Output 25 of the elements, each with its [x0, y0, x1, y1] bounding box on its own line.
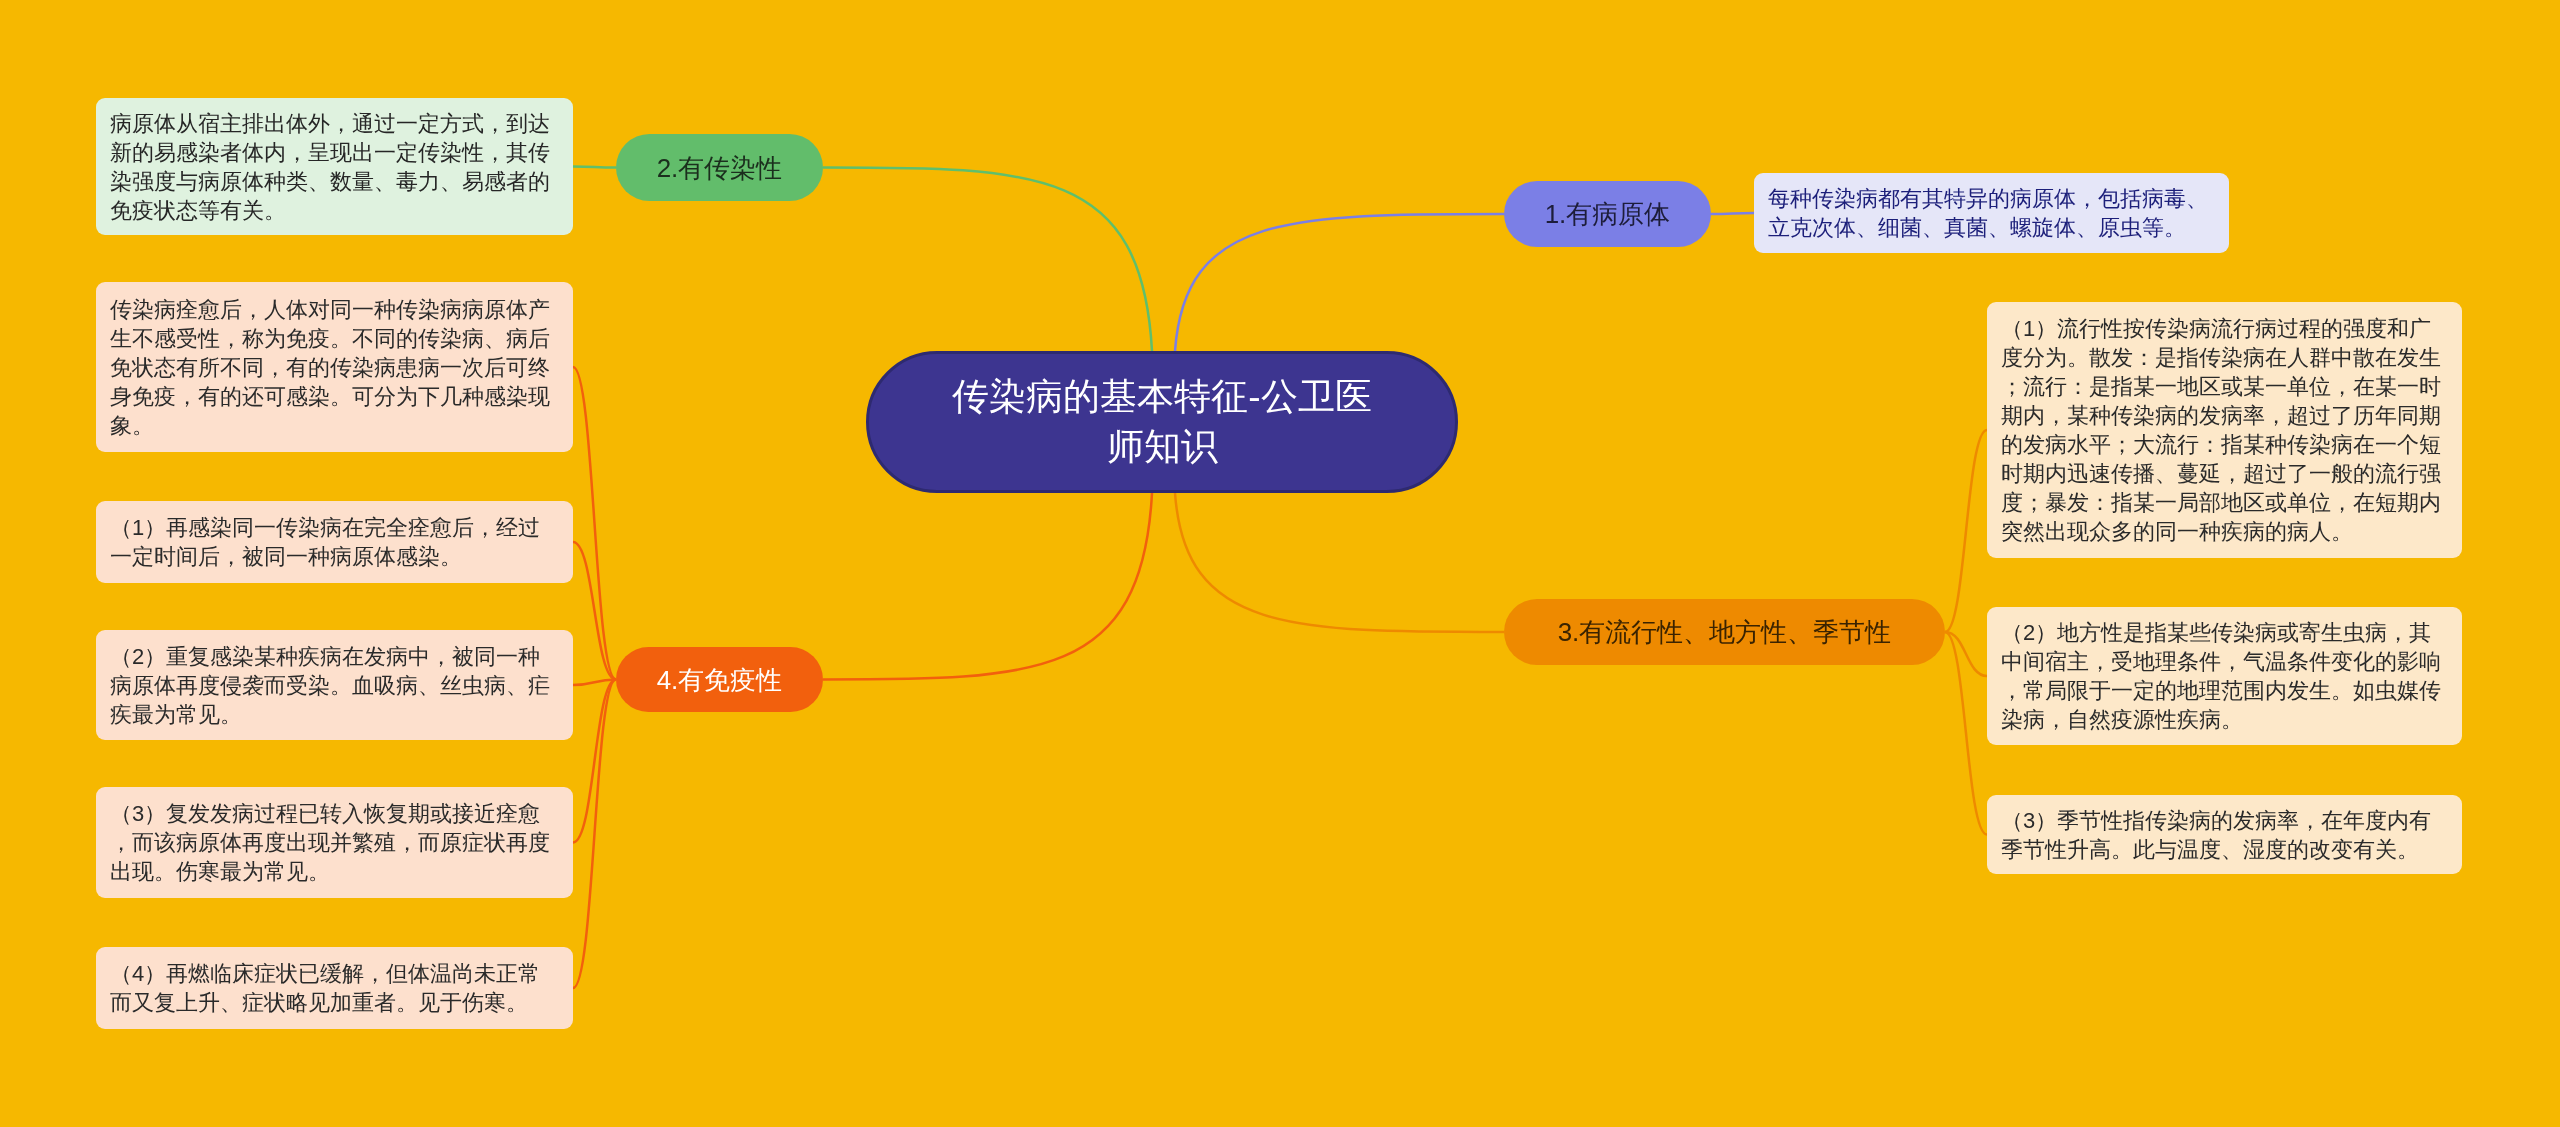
- note-card: （3）季节性指传染病的发病率，在年度内有季节性升高。此与温度、湿度的改变有关。: [1987, 795, 2462, 874]
- connector-line: [572, 678, 617, 844]
- note-card: 病原体从宿主排出体外，通过一定方式，到达新的易感染者体内，呈现出一定传染性，其传染强度与病原体种类、数量、毒力、易感者的免疫状态等有关。: [96, 98, 573, 235]
- connector-line: [573, 165, 616, 169]
- branch-topic: 4.有免疫性: [616, 647, 823, 712]
- connector-line: [1173, 492, 1504, 634]
- connector-line: [823, 166, 1154, 352]
- connector-line: [1944, 429, 1988, 633]
- note-card: （2）地方性是指某些传染病或寄生虫病，其中间宿主，受地理条件，气温条件变化的影响，常局限于一定的地理范围内发生。如虫媒传染病，自然疫源性疾病。: [1987, 607, 2462, 745]
- connector-line: [1711, 211, 1754, 216]
- central-topic: 传染病的基本特征-公卫医师知识: [866, 351, 1458, 493]
- connector-line: [823, 492, 1154, 681]
- branch-topic: 2.有传染性: [616, 134, 823, 201]
- note-card: 传染病痊愈后，人体对同一种传染病病原体产生不感受性，称为免疫。不同的传染病、病后免状态有所不同，有的传染病患病一次后可终身免疫，有的还可感染。可分为下几种感染现象。: [96, 282, 573, 452]
- branch-topic: 3.有流行性、地方性、季节性: [1504, 599, 1945, 665]
- note-card: （3）复发发病过程已转入恢复期或接近痊愈，而该病原体再度出现并繁殖，而原症状再度出现。伤寒最为常见。: [96, 787, 573, 898]
- connector-line: [572, 678, 617, 989]
- connector-line: [1173, 212, 1504, 352]
- note-card: （1）流行性按传染病流行病过程的强度和广度分为。散发：是指传染病在人群中散在发生；流行：是指某一地区或某一单位，在某一时期内，某种传染病的发病率，超过了历年同期的发病水平；大流行：指某种传染病在一个短时期内迅速传播、蔓延，超过了一般的流行强度；暴发：指某一局部地区或单位，在短期内突然出现众多的同一种疾病的病人。: [1987, 302, 2462, 558]
- note-card: （1）再感染同一传染病在完全痊愈后，经过一定时间后，被同一种病原体感染。: [96, 501, 573, 583]
- note-card: 每种传染病都有其特异的病原体，包括病毒、立克次体、细菌、真菌、螺旋体、原虫等。: [1754, 173, 2229, 253]
- note-card: （4）再燃临床症状已缓解，但体温尚未正常而又复上升、症状略见加重者。见于伤寒。: [96, 947, 573, 1029]
- connector-line: [1944, 631, 1988, 836]
- branch-topic: 1.有病原体: [1504, 181, 1711, 247]
- note-card: （2）重复感染某种疾病在发病中，被同一种病原体再度侵袭而受染。血吸病、丝虫病、疟疾最为常见。: [96, 630, 573, 740]
